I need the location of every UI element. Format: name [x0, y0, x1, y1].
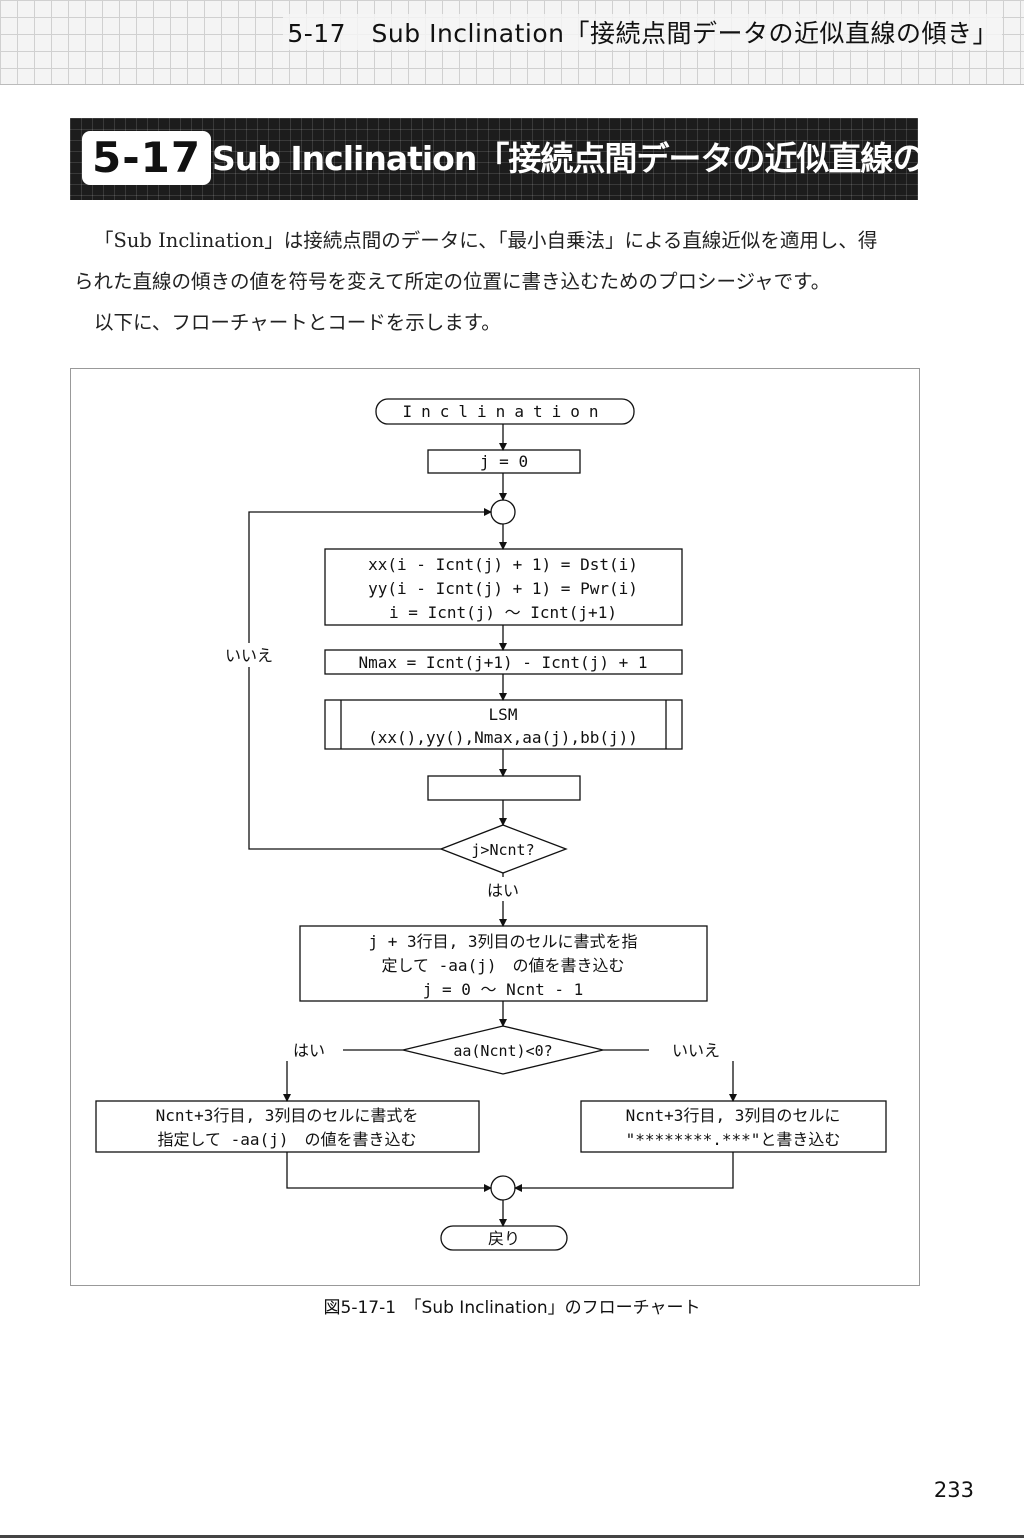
init-label: j = 0: [480, 452, 528, 471]
format-line-2: 定して -aa(j) の値を書き込む: [382, 956, 625, 975]
left-box-line-2: 指定して -aa(j) の値を書き込む: [158, 1130, 417, 1149]
loop-line-2: yy(i - Icnt(j) + 1) = Pwr(i): [368, 579, 638, 598]
decision-1-label: j>Ncnt?: [471, 841, 534, 859]
lsm-line-1: LSM: [489, 705, 518, 724]
paragraph-line: られた直線の傾きの値を符号を変えて所定の位置に書き込むためのプロシージャです。: [74, 270, 831, 293]
paragraph-line: 「Sub Inclination」は接続点間のデータに、「最小自乗法」による直線…: [94, 229, 878, 252]
yes-label-2: はい: [293, 1041, 325, 1060]
no-label-loop: いいえ: [225, 646, 273, 665]
merge-connector: [490, 1175, 516, 1201]
page-header: 5-17 Sub Inclination「接続点間データの近似直線の傾き」: [0, 0, 1024, 85]
page-bottom-edge: [0, 1535, 1024, 1538]
flowchart-diagram: Inclination j = 0 xx(i - Icnt(j) + 1) = …: [95, 398, 887, 1251]
no-label-2: いいえ: [672, 1041, 720, 1060]
loop-line-1: xx(i - Icnt(j) + 1) = Dst(i): [368, 555, 638, 574]
right-box-line-2: "********.***"と書き込む: [626, 1130, 841, 1149]
loop-connector: [490, 499, 516, 525]
increment-box: [427, 775, 581, 801]
section-number: 5-17: [82, 131, 212, 185]
section-title: Sub Inclination「接続点間データの近似直線の傾き」: [212, 139, 1021, 178]
lsm-line-2: (xx(),yy(),Nmax,aa(j),bb(j)): [368, 728, 638, 747]
figure-caption: 図5-17-1 「Sub Inclination」のフローチャート: [323, 1298, 701, 1318]
body-text: 「Sub Inclination」は接続点間のデータに、「最小自乗法」による直線…: [74, 220, 922, 343]
end-label: 戻り: [488, 1229, 520, 1248]
nmax-label: Nmax = Icnt(j+1) - Icnt(j) + 1: [359, 653, 648, 672]
running-header-title: 5-17 Sub Inclination「接続点間データの近似直線の傾き」: [283, 14, 1002, 50]
loop-line-3: i = Icnt(j) ～ Icnt(j+1): [389, 603, 617, 622]
format-line-3: j = 0 ～ Ncnt - 1: [423, 980, 584, 999]
paragraph: 以下に、フローチャートとコードを示します。: [94, 311, 501, 334]
decision-2-label: aa(Ncnt)<0?: [453, 1042, 552, 1060]
start-label: Inclination: [403, 402, 608, 421]
start-terminator: [375, 398, 635, 425]
format-line-1: j + 3行目, 3列目のセルに書式を指: [368, 932, 637, 951]
yes-label-1: はい: [487, 881, 519, 900]
right-box-line-1: Ncnt+3行目, 3列目のセルに: [626, 1106, 841, 1125]
left-box-line-1: Ncnt+3行目, 3列目のセルに書式を: [156, 1106, 419, 1125]
decision-1: [439, 824, 568, 874]
flowchart-figure: Inclination j = 0 xx(i - Icnt(j) + 1) = …: [70, 368, 920, 1286]
section-banner: 5-17 Sub Inclination「接続点間データの近似直線の傾き」: [70, 118, 1021, 200]
page-number: 233: [933, 1478, 974, 1502]
